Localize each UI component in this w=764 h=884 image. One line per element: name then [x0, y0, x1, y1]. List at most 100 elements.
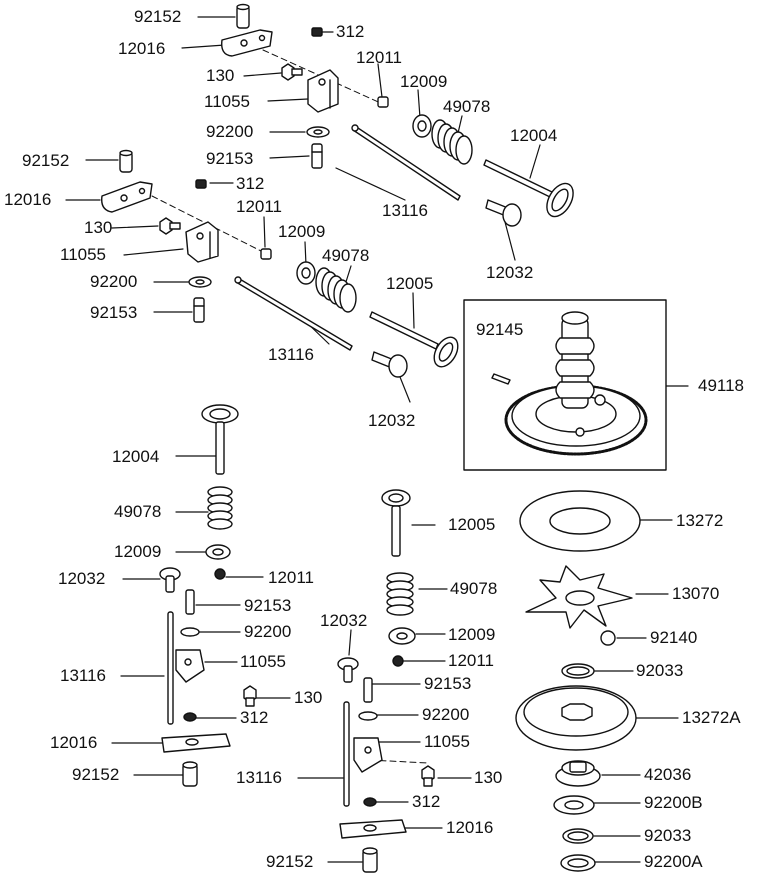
- part-label: 12011: [268, 568, 315, 587]
- part-label: 12009: [278, 222, 326, 241]
- part-label: 92140: [650, 628, 698, 647]
- part-label: 12016: [4, 190, 52, 209]
- bolt-lower-middle: [421, 765, 435, 787]
- part-label: 130: [474, 768, 503, 787]
- part-label: 12005: [448, 515, 496, 534]
- valve-middle: [369, 311, 459, 368]
- washer-upper: [306, 126, 330, 138]
- part-label: 92200: [206, 122, 254, 141]
- push-rod-lower-left: [167, 611, 174, 725]
- part-label: 92153: [90, 303, 138, 322]
- cam-pin: [491, 373, 511, 385]
- spring-seat-lower-middle: [388, 627, 416, 645]
- tappet-lower-middle: [337, 657, 359, 683]
- valve-spring-middle: [315, 267, 357, 313]
- part-label: 13070: [672, 584, 720, 603]
- tappet-cap-upper: [377, 96, 389, 108]
- washer-middle: [188, 276, 212, 288]
- part-label: 92200: [422, 705, 470, 724]
- thrust-plate: [519, 490, 641, 552]
- part-label: 12032: [320, 611, 368, 630]
- part-label: 12016: [446, 818, 494, 837]
- stud-bolt-lower-left: [185, 589, 195, 615]
- stud-bolt-middle: [193, 297, 205, 323]
- rocker-arm-middle: [101, 181, 153, 213]
- part-label: 12032: [368, 411, 416, 430]
- part-label: 92200: [244, 622, 292, 641]
- part-label: 130: [294, 688, 323, 707]
- rocker-arm-group-middle: [101, 149, 459, 378]
- washer-a: [560, 854, 596, 872]
- pivot-pin-lower-middle: [362, 847, 378, 873]
- part-label: 92200: [90, 272, 138, 291]
- tappet-middle: [371, 351, 408, 378]
- valve-spring-upper: [431, 119, 473, 165]
- part-label: 12009: [400, 72, 448, 91]
- pivot-pin-lower-left: [182, 761, 198, 787]
- part-label: 12004: [112, 447, 160, 466]
- part-label: 12011: [448, 651, 495, 670]
- part-label: 92153: [206, 149, 254, 168]
- tappet-cap-lower-middle: [392, 655, 404, 667]
- steel-ball: [600, 630, 616, 646]
- part-label: 92152: [72, 765, 120, 784]
- spring-seat-middle: [296, 261, 316, 285]
- stud-bolt-lower-middle: [363, 677, 373, 703]
- pivot-pin-middle: [119, 149, 133, 173]
- part-label: 13116: [382, 201, 429, 220]
- part-label: 13116: [268, 345, 315, 364]
- rocker-bracket-lower-middle: [353, 737, 383, 773]
- part-label: 92153: [424, 674, 472, 693]
- tappet-cap-lower-left: [214, 568, 226, 580]
- part-label: 12016: [50, 733, 98, 752]
- part-label: 92145: [476, 320, 524, 339]
- part-label: 49118: [698, 376, 745, 395]
- part-label: 49078: [443, 97, 491, 116]
- part-label: 92152: [266, 852, 314, 871]
- part-label: 92200A: [644, 852, 703, 871]
- camshaft: [555, 311, 595, 409]
- rocker-arm-upper: [221, 29, 273, 57]
- part-label: 130: [84, 218, 113, 237]
- part-label: 49078: [450, 579, 498, 598]
- rocker-arm-group-upper: [221, 3, 574, 227]
- push-rod-middle: [234, 276, 353, 351]
- part-label: 13116: [236, 768, 283, 787]
- part-label: 312: [240, 708, 269, 727]
- part-label: 49078: [322, 246, 370, 265]
- governor-cup: [515, 685, 637, 751]
- part-label: 13116: [60, 666, 107, 685]
- washer-lower-left: [180, 627, 200, 637]
- part-label: 12005: [386, 274, 434, 293]
- valve-spring-lower-left: [207, 486, 233, 530]
- valve-group-lower-left: [159, 404, 257, 787]
- rocker-arm-lower-middle: [339, 819, 407, 839]
- rocker-bracket-lower-left: [175, 649, 205, 683]
- adjust-nut-lower-left: [183, 712, 197, 722]
- part-label: 12011: [356, 48, 403, 67]
- spring-seat-upper: [412, 114, 432, 138]
- part-label: 11055: [60, 245, 107, 264]
- adjust-nut-lower-middle: [363, 797, 377, 807]
- part-label: 11055: [240, 652, 287, 671]
- part-label: 11055: [204, 92, 251, 111]
- rocker-bracket-middle: [185, 221, 219, 263]
- part-label: 12011: [236, 197, 283, 216]
- valve-upper: [483, 159, 574, 218]
- part-label: 92153: [244, 596, 292, 615]
- bolt-middle: [159, 217, 181, 235]
- valve-spring-lower-middle: [386, 572, 414, 616]
- governor-weight: [525, 565, 633, 629]
- part-label: 92200B: [644, 793, 703, 812]
- part-label: 92033: [644, 826, 692, 845]
- part-label: 92033: [636, 661, 684, 680]
- part-label: 12004: [510, 126, 558, 145]
- tappet-lower-left: [159, 567, 181, 593]
- part-label: 13272A: [682, 708, 741, 727]
- part-label: 130: [206, 66, 235, 85]
- part-label: 12016: [118, 39, 166, 58]
- push-rod-lower-middle: [343, 701, 350, 807]
- bearing: [555, 760, 601, 787]
- camshaft-box: [463, 299, 667, 471]
